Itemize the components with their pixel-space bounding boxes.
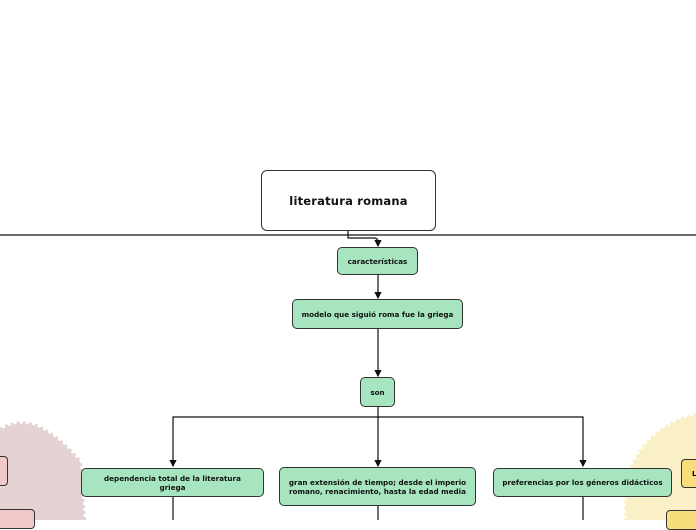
node-caracteristicas[interactable]: características	[337, 247, 418, 275]
root-node[interactable]: literatura romana	[261, 170, 436, 231]
left-partial-box-1[interactable]	[0, 456, 8, 486]
node-item-extension-label: gran extensión de tiempo; desde el imper…	[288, 477, 467, 496]
node-item-dependencia-label: dependencia total de la literatura grieg…	[104, 473, 241, 492]
node-modelo[interactable]: modelo que siguió roma fue la griega	[292, 299, 463, 329]
node-item-dependencia[interactable]: dependencia total de la literatura grieg…	[81, 468, 264, 497]
node-son[interactable]: son	[360, 377, 395, 407]
right-partial-box-1[interactable]: L	[681, 459, 696, 488]
right-partial-label: L	[692, 469, 696, 478]
node-item-extension[interactable]: gran extensión de tiempo; desde el imper…	[279, 467, 476, 506]
node-item-preferencias[interactable]: preferencias por los géneros didácticos	[493, 468, 672, 497]
node-son-label: son	[370, 387, 385, 397]
node-caracteristicas-label: características	[347, 256, 408, 266]
root-node-label: literatura romana	[289, 193, 408, 208]
node-item-preferencias-label: preferencias por los géneros didácticos	[502, 478, 663, 487]
node-modelo-label: modelo que siguió roma fue la griega	[301, 309, 454, 319]
